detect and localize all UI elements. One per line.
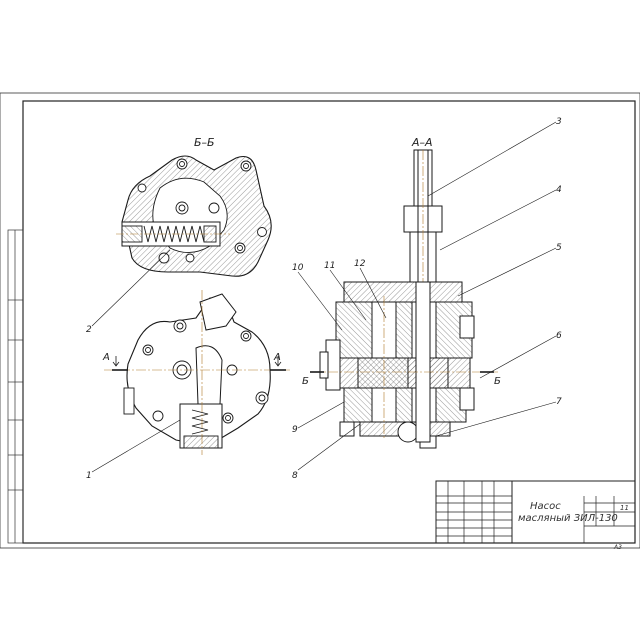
cut-mark-b-right: Б bbox=[494, 376, 501, 387]
view-plan: А А bbox=[102, 290, 290, 455]
callout-6: 6 bbox=[556, 331, 562, 341]
sheet-count: 11 bbox=[620, 504, 629, 512]
callout-11: 11 bbox=[324, 261, 335, 271]
oil-channel bbox=[195, 345, 223, 405]
leader-lines bbox=[91, 121, 557, 473]
title-block-text: Насос масляный ЗИЛ-130 11 А3 bbox=[518, 501, 629, 551]
callout-7: 7 bbox=[556, 397, 562, 407]
callout-8: 8 bbox=[292, 471, 298, 481]
sheet-frame bbox=[0, 92, 640, 549]
cut-mark-a-right: А bbox=[273, 352, 281, 363]
relief-valve-plan bbox=[179, 403, 223, 449]
drawing-title-line1: Насос bbox=[530, 501, 561, 512]
callout-2: 2 bbox=[86, 325, 92, 335]
callout-9: 9 bbox=[292, 425, 298, 435]
section-label-b-b: Б–Б bbox=[194, 136, 215, 149]
format-label: А3 bbox=[613, 544, 622, 551]
cut-mark-b-left: Б bbox=[302, 376, 309, 387]
callout-5: 5 bbox=[556, 243, 562, 253]
callout-1: 1 bbox=[86, 471, 92, 481]
outlet-boss bbox=[199, 293, 237, 331]
callout-10: 10 bbox=[292, 263, 304, 273]
side-stamp-strip bbox=[7, 229, 24, 544]
drive-shaft bbox=[403, 149, 443, 300]
callout-4: 4 bbox=[556, 185, 562, 195]
flange-holes bbox=[142, 319, 269, 424]
callout-numbers: 1 2 3 4 5 6 7 8 9 10 11 12 bbox=[86, 117, 562, 481]
section-label-a-a: А–А bbox=[411, 136, 433, 149]
drawing-title-line2: масляный ЗИЛ-130 bbox=[518, 513, 618, 524]
title-block bbox=[435, 480, 636, 544]
callout-3: 3 bbox=[556, 117, 562, 127]
view-a-a: А–А bbox=[302, 136, 501, 449]
cut-mark-a-left: А bbox=[102, 352, 110, 363]
bolt-holes bbox=[137, 158, 267, 264]
view-b-b: Б–Б bbox=[116, 136, 272, 277]
callout-12: 12 bbox=[354, 259, 366, 269]
